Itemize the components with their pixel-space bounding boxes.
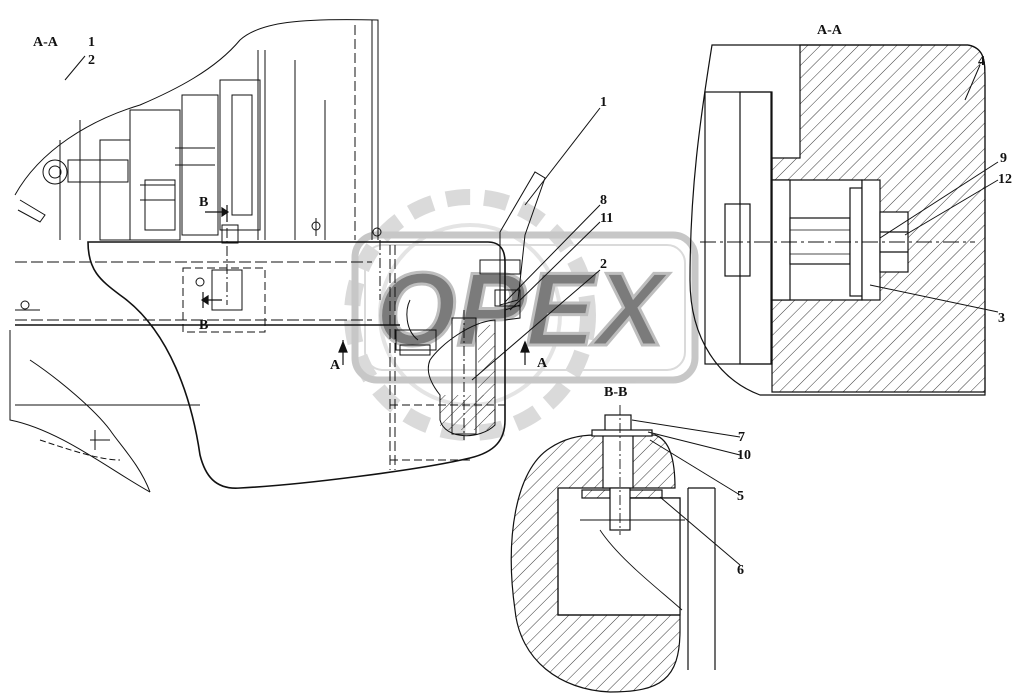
cut-mark-a-right: A — [537, 356, 548, 371]
detail-bb-leaders — [631, 419, 741, 566]
callout-1: 1 — [600, 95, 607, 110]
main-leader — [64, 55, 86, 81]
callout-5: 5 — [737, 489, 744, 504]
main-callout-1: 1 — [88, 35, 95, 50]
callout-8: 8 — [600, 193, 607, 208]
watermark: OPEX — [344, 189, 699, 441]
callout-11: 11 — [600, 211, 613, 226]
callout-7: 7 — [738, 430, 745, 445]
housing-outline — [87, 241, 506, 489]
callout-10: 10 — [737, 448, 751, 463]
callout-12: 12 — [998, 172, 1012, 187]
cut-mark-b-top: B — [199, 195, 208, 210]
callout-4: 4 — [978, 54, 985, 69]
callout-3: 3 — [998, 311, 1005, 326]
main-view — [9, 19, 546, 493]
cut-mark-a-left: A — [330, 358, 341, 373]
detail-bb — [510, 405, 716, 693]
detail-aa-leaders — [869, 64, 999, 313]
main-callout-2: 2 — [88, 53, 95, 68]
detail-aa-title: A-A — [817, 23, 843, 38]
centre-leaders — [471, 107, 601, 381]
main-view-title: A-A — [33, 35, 59, 50]
detail-bb-title: B-B — [604, 385, 627, 400]
callout-6: 6 — [737, 563, 744, 578]
main-break-outline — [14, 19, 379, 240]
callout-2: 2 — [600, 257, 607, 272]
detail-aa — [689, 44, 986, 396]
callout-9: 9 — [1000, 151, 1007, 166]
cut-mark-b-bottom: B — [199, 318, 208, 333]
cut-markers — [200, 205, 530, 365]
